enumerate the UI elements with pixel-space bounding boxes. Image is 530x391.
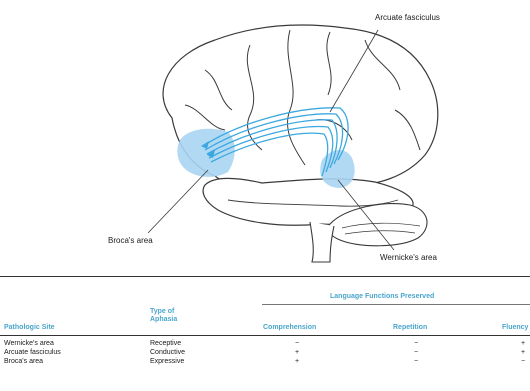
row-site: Arcuate fasciculus: [4, 348, 61, 357]
header-bottom-rule: [0, 335, 530, 336]
row-type: Conductive: [150, 348, 185, 357]
group-rule: [262, 304, 530, 305]
row-repetition: −: [409, 348, 423, 357]
col-type-line1: Type of: [150, 308, 174, 316]
row-comprehension: −: [290, 339, 304, 348]
brainstem: [310, 222, 334, 262]
row-fluency: −: [517, 357, 529, 366]
row-fluency: +: [517, 339, 529, 348]
row-repetition: −: [409, 357, 423, 366]
col-type-line2: Aphasia: [150, 316, 177, 324]
broca-label: Broca's area: [108, 236, 153, 245]
broca-area: [177, 129, 234, 177]
row-fluency: +: [517, 348, 529, 357]
row-site: Wernicke's area: [4, 339, 54, 348]
col-site: Pathologic Site: [4, 324, 55, 332]
row-comprehension: +: [290, 357, 304, 366]
brain-illustration: [0, 0, 530, 270]
table-top-rule: [0, 276, 530, 277]
col-comprehension: Comprehension: [263, 324, 316, 332]
arcuate-label: Arcuate fasciculus: [375, 13, 440, 22]
aphasia-table: Language Functions Preserved Type of Aph…: [0, 274, 530, 391]
row-site: Broca's area: [4, 357, 43, 366]
col-fluency: Fluency: [502, 324, 528, 332]
row-comprehension: +: [290, 348, 304, 357]
broca-leader: [148, 170, 208, 233]
group-header: Language Functions Preserved: [330, 293, 434, 301]
brain-diagram: Arcuate fasciculus Broca's area Wernicke…: [0, 0, 530, 270]
wernicke-label: Wernicke's area: [380, 253, 437, 262]
row-type: Expressive: [150, 357, 184, 366]
row-repetition: −: [409, 339, 423, 348]
row-type: Receptive: [150, 339, 181, 348]
col-repetition: Repetition: [393, 324, 427, 332]
